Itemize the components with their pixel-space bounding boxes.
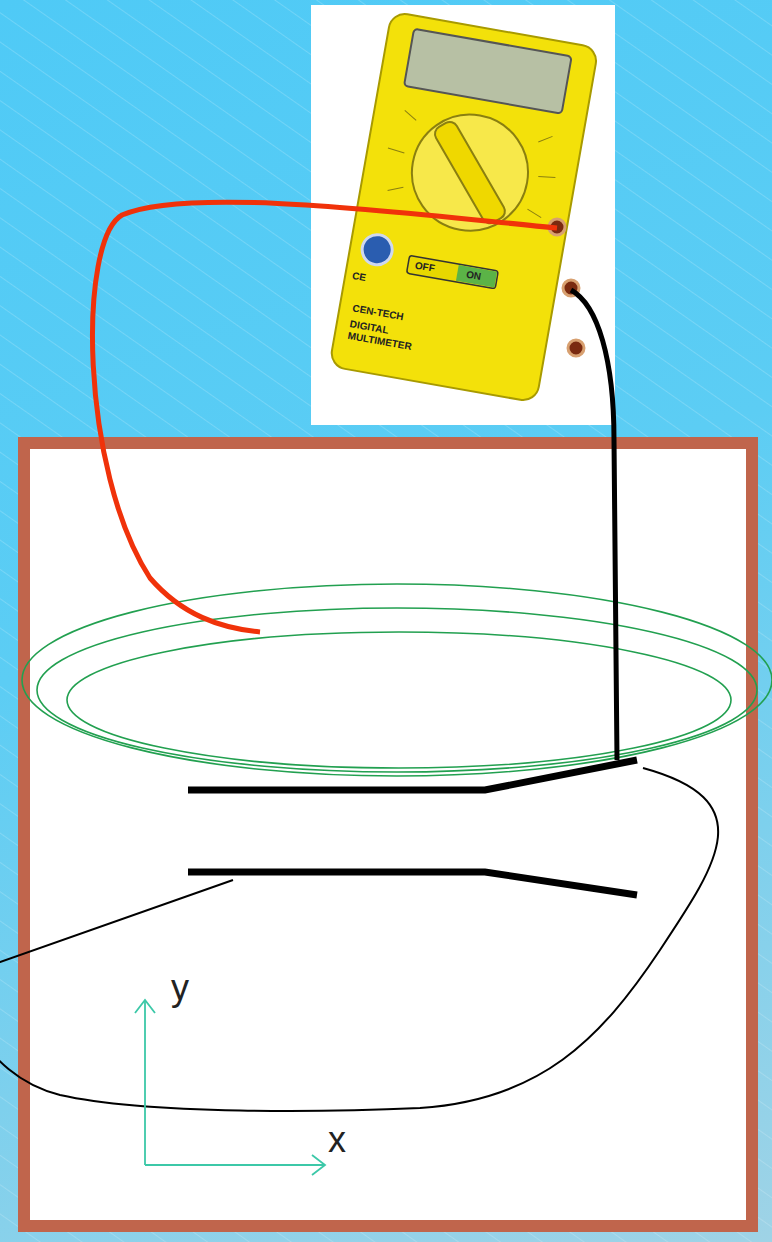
dial-marks bbox=[381, 109, 563, 219]
red-lead bbox=[93, 202, 557, 632]
meter-body bbox=[329, 12, 598, 403]
multimeter bbox=[329, 12, 598, 403]
black-lead bbox=[571, 290, 617, 760]
axis-label: x bbox=[325, 1120, 349, 1160]
meter-display bbox=[404, 29, 572, 114]
meter-jacks bbox=[549, 219, 584, 356]
coil bbox=[22, 584, 772, 776]
connecting-wire bbox=[0, 768, 718, 1111]
upper-plate bbox=[188, 760, 637, 790]
dial-knob bbox=[432, 119, 508, 226]
axis-label: y bbox=[168, 968, 192, 1008]
switch-label: ON bbox=[465, 269, 482, 282]
lower-plate bbox=[188, 872, 637, 895]
photo-frame bbox=[311, 5, 615, 425]
power-switch bbox=[407, 255, 499, 288]
axes bbox=[135, 1000, 325, 1175]
switch-on bbox=[456, 265, 497, 288]
mark-label: CE bbox=[351, 270, 367, 283]
blue-button bbox=[360, 232, 395, 267]
